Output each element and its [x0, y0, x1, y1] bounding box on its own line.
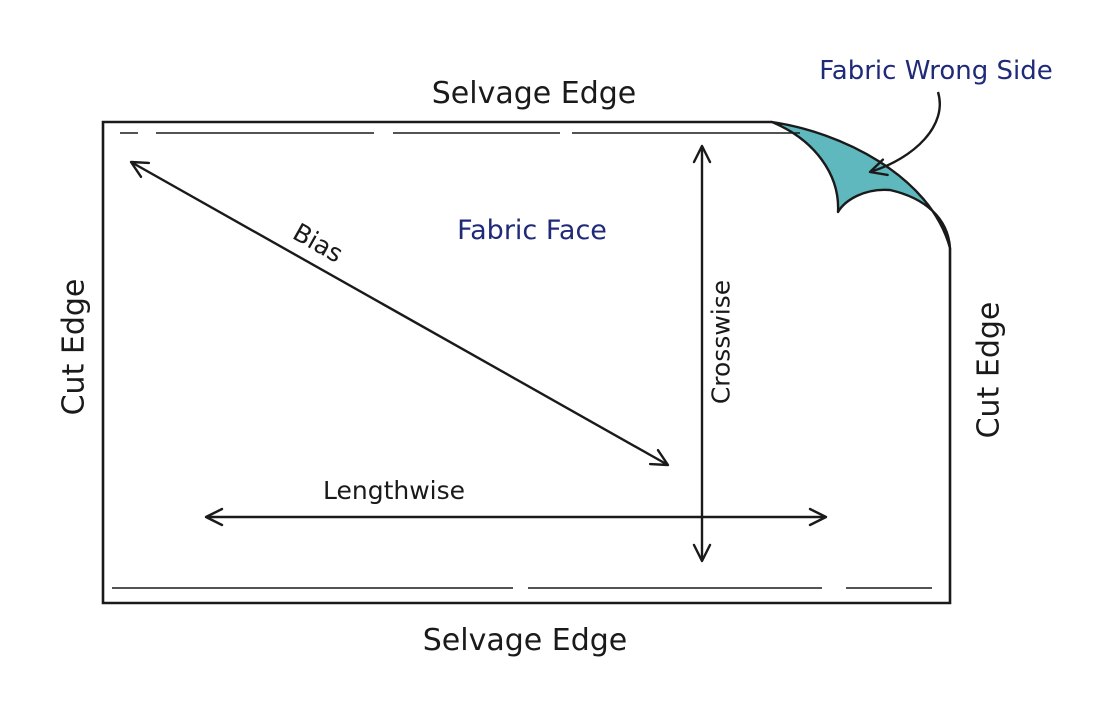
selvage-edge-top-label: Selvage Edge: [432, 76, 637, 111]
selvage-edge-bottom-label: Selvage Edge: [423, 623, 628, 658]
wrong-side-pointer-arrow: [868, 91, 941, 177]
crosswise-label: Crosswise: [707, 280, 736, 404]
fabric-wrong-side-label: Fabric Wrong Side: [819, 56, 1053, 86]
cut-edge-left-label: Cut Edge: [57, 279, 92, 416]
bias-arrow: [129, 160, 670, 467]
fabric-face-label: Fabric Face: [457, 215, 607, 246]
bias-label: Bias: [288, 217, 348, 268]
lengthwise-label: Lengthwise: [323, 476, 465, 505]
cut-edge-right-label: Cut Edge: [972, 302, 1007, 439]
fabric-outline: [101, 120, 952, 605]
